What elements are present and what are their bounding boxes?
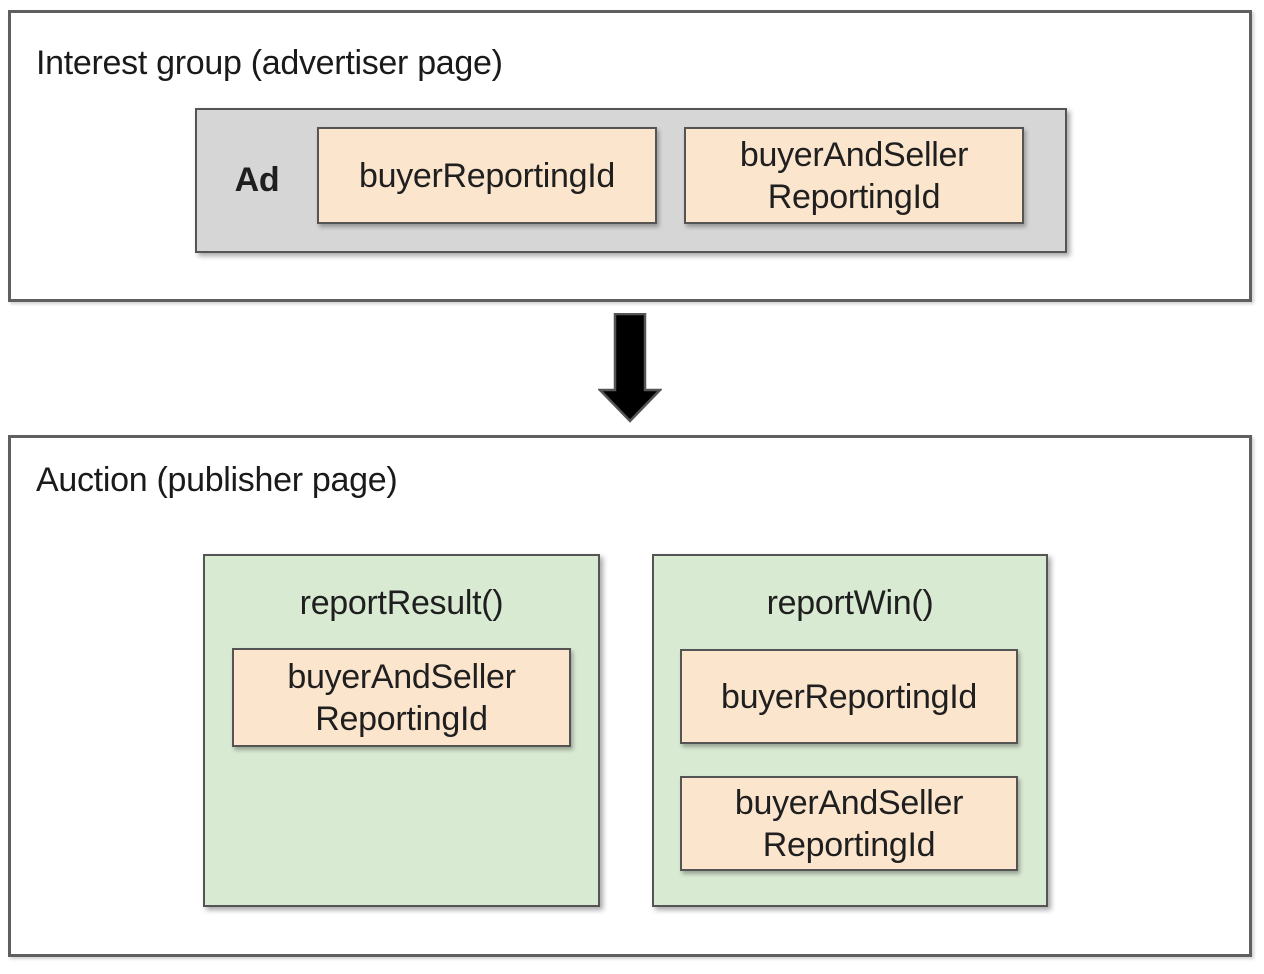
down-arrow-icon <box>598 313 662 423</box>
report-win-label: reportWin() <box>766 584 934 622</box>
report-result-label: reportResult() <box>299 584 504 622</box>
report-result-box: reportResult() buyerAndSeller ReportingI… <box>203 554 600 907</box>
field-label: buyerAndSeller ReportingId <box>734 783 964 864</box>
field-label: buyerReportingId <box>720 677 978 716</box>
field-buyer-and-seller-reporting-id: buyerAndSeller ReportingId <box>232 648 571 747</box>
interest-group-section: Interest group (advertiser page) Ad buye… <box>8 10 1252 302</box>
field-label: buyerAndSeller ReportingId <box>739 135 969 216</box>
field-label: buyerReportingId <box>358 156 616 195</box>
auction-section: Auction (publisher page) reportResult() … <box>8 435 1252 957</box>
field-buyer-and-seller-reporting-id: buyerAndSeller ReportingId <box>684 127 1024 224</box>
field-label: buyerAndSeller ReportingId <box>287 657 516 738</box>
field-buyer-reporting-id: buyerReportingId <box>680 649 1018 744</box>
report-win-box: reportWin() buyerReportingId buyerAndSel… <box>652 554 1048 907</box>
auction-title: Auction (publisher page) <box>36 461 398 499</box>
interest-group-title: Interest group (advertiser page) <box>36 44 503 82</box>
ad-label: Ad <box>234 161 280 199</box>
field-buyer-and-seller-reporting-id: buyerAndSeller ReportingId <box>680 776 1018 871</box>
ad-container: Ad buyerReportingId buyerAndSeller Repor… <box>195 108 1067 253</box>
field-buyer-reporting-id: buyerReportingId <box>317 127 657 224</box>
